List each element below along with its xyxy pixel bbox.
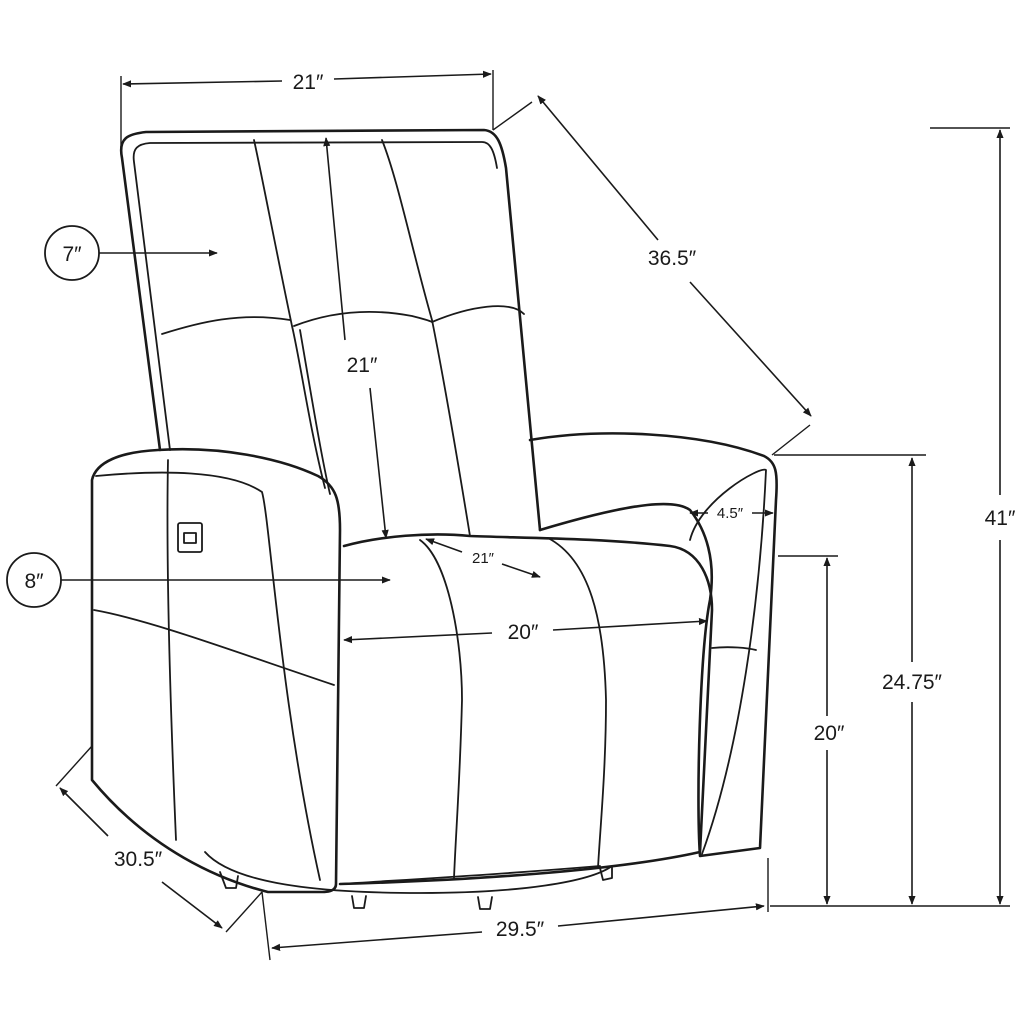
backrest-tuft-line-right [381, 139, 471, 537]
left-armrest [90, 447, 342, 894]
label-armrest-width: 4.5″ [717, 505, 744, 522]
extension-lines [55, 70, 1010, 961]
power-control-button-inner [183, 532, 197, 544]
seat-front-seam-right [547, 537, 607, 869]
backrest-tuft-line-left [253, 139, 326, 489]
dimension-lines [6, 70, 1004, 951]
dim-line-overall-width [271, 931, 483, 951]
left-armrest-panel-line [93, 609, 335, 686]
dim-line-backrest-top-width [122, 80, 283, 88]
dim-line-overall-depth [59, 787, 109, 837]
backrest-upper-mid-cushion [293, 311, 433, 327]
seat-cushion [338, 533, 714, 886]
label-seat-height: 20″ [814, 722, 845, 745]
base-foot-right [599, 865, 613, 881]
dimension-labels: 21″ 7″ 21″ 36.5″ 41″ 4.5″ 21″ 8″ 20″ 24.… [24, 71, 1016, 941]
dim-line-seat-depth [425, 538, 463, 553]
base-foot-center [351, 895, 367, 909]
left-armrest-front-edge [95, 471, 321, 881]
label-seat-depth: 21″ [472, 550, 495, 567]
power-control-button [177, 522, 203, 553]
seat-front-seam-left [419, 539, 463, 879]
label-overall-width: 29.5″ [496, 918, 545, 941]
right-armrest [528, 432, 778, 858]
dim-line-backrest-height [323, 137, 346, 341]
label-backrest-height: 21″ [347, 354, 378, 377]
right-armrest-panel-line [711, 646, 757, 651]
backrest-inner-edge [132, 141, 498, 451]
backrest-upper-right-cushion [431, 305, 525, 323]
right-armrest-inner-edge [689, 468, 767, 855]
label-diagonal-depth: 36.5″ [648, 247, 697, 270]
label-seat-cushion-depth: 8″ [24, 570, 44, 593]
label-overall-height: 41″ [985, 507, 1016, 530]
label-seat-width: 20″ [508, 621, 539, 644]
label-backrest-depth: 7″ [62, 243, 82, 266]
backrest-upper-left-cushion [161, 316, 291, 335]
left-armrest-vertical-seam [166, 459, 177, 841]
label-arm-height: 24.75″ [882, 671, 943, 694]
label-backrest-top-width: 21″ [293, 71, 324, 94]
dim-line-seat-width [343, 632, 493, 644]
base-foot-mid [477, 896, 493, 910]
dim-line-diagonal-depth [537, 95, 659, 241]
seat-bottom-edge [339, 865, 601, 885]
swivel-base [204, 851, 613, 894]
label-overall-depth: 30.5″ [114, 848, 163, 871]
